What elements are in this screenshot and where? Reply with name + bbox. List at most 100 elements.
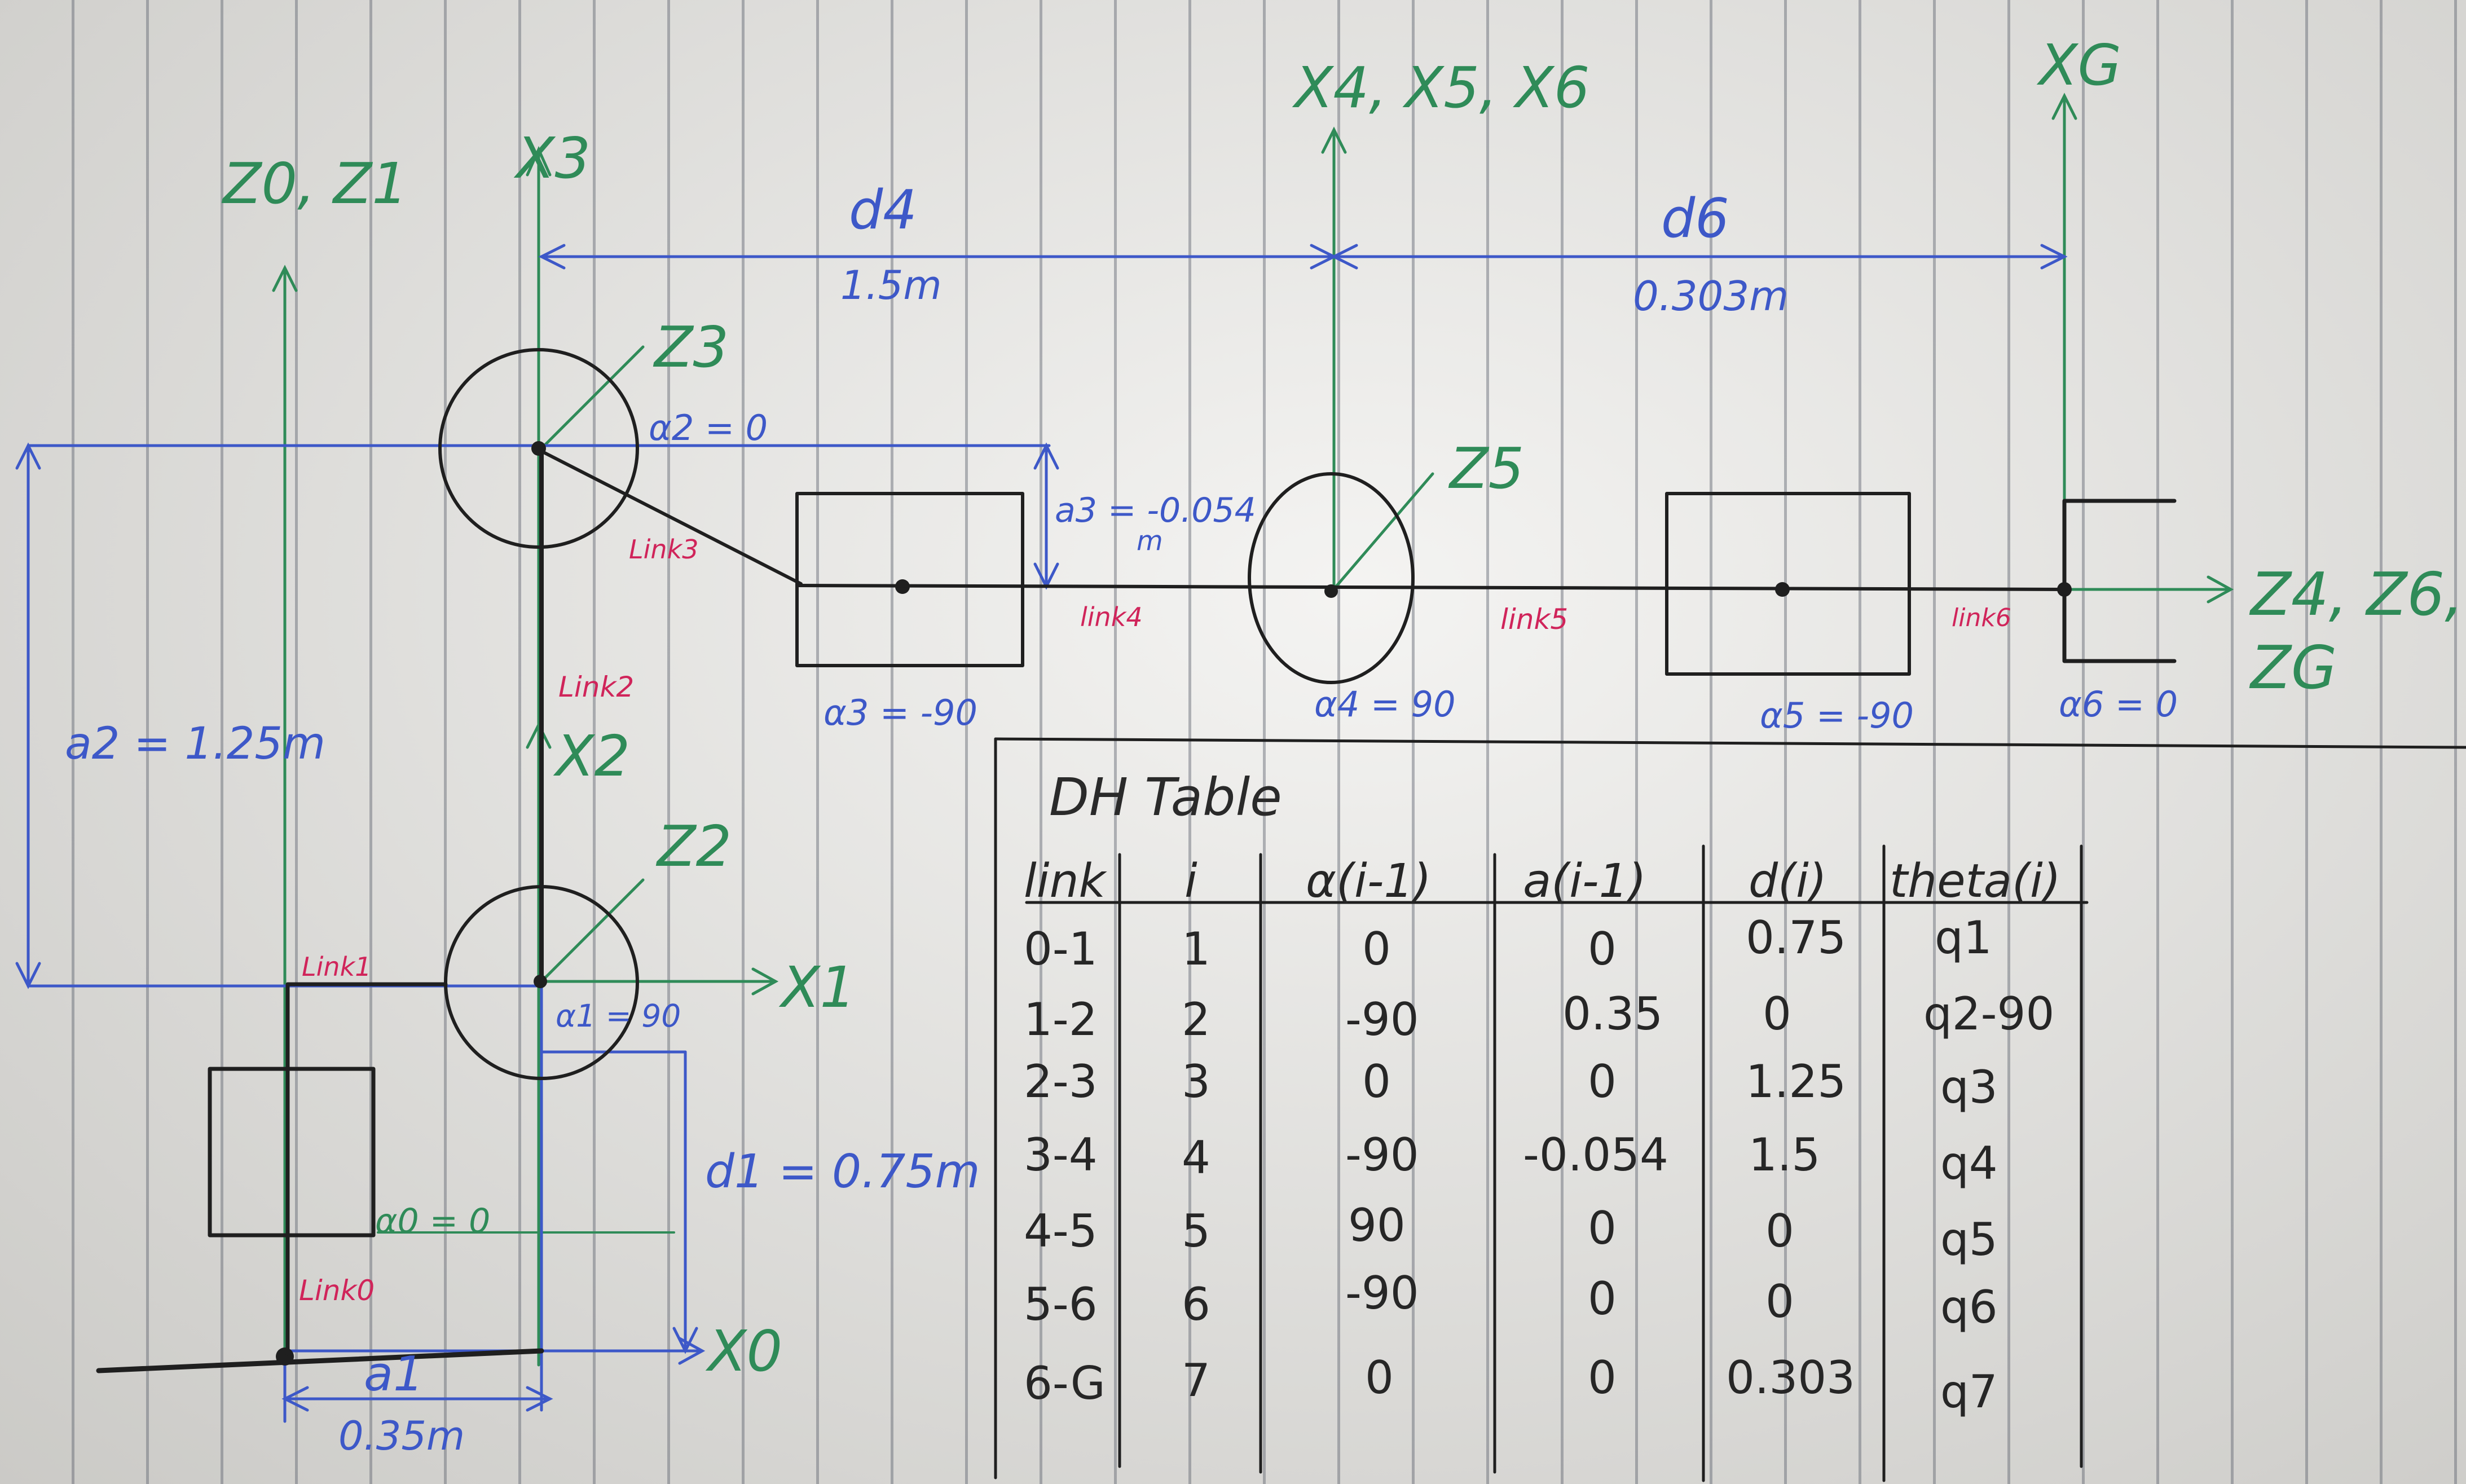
label-link6: link6 xyxy=(1952,604,2011,632)
dh-cell-theta: q6 xyxy=(1940,1281,1998,1333)
label-zg: ZG xyxy=(2249,633,2337,702)
dh-cell-link: 6-G xyxy=(1024,1357,1106,1410)
dh-cell-d: 0.75 xyxy=(1746,911,1846,964)
dh-header-i: i xyxy=(1184,855,1197,908)
label-alpha6: α6 = 0 xyxy=(2059,684,2178,725)
label-d6-value: 0.303m xyxy=(1633,272,1789,320)
label-alpha4: α4 = 90 xyxy=(1314,684,1456,725)
label-a3: a3 = -0.054 xyxy=(1055,491,1256,530)
label-a3-unit: m xyxy=(1137,525,1163,557)
label-alpha5: α5 = -90 xyxy=(1760,695,1914,736)
z3-axis-line xyxy=(540,345,645,450)
a3-arrow-top xyxy=(1033,442,1059,470)
dh-header-link: link xyxy=(1024,855,1108,908)
dh-cell-a: 0.35 xyxy=(1562,988,1663,1040)
link1-body xyxy=(285,982,448,1356)
label-a1-value: 0.35m xyxy=(338,1413,465,1459)
label-d1: d1 = 0.75m xyxy=(705,1145,980,1199)
gripper xyxy=(2062,499,2177,663)
label-d4-value: 1.5m xyxy=(840,262,942,309)
label-link0: Link0 xyxy=(299,1274,375,1307)
dh-cell-i: 4 xyxy=(1182,1131,1210,1184)
blue-dimension-lines xyxy=(15,244,2068,1423)
table-row: 0-1 1 0 0 0.75 q1 xyxy=(1024,911,1992,975)
joint3-circle xyxy=(438,348,639,549)
dh-cell-link: 0-1 xyxy=(1024,923,1098,975)
joint5-pivot-dot xyxy=(1324,584,1338,598)
dh-header-theta: theta(i) xyxy=(1890,855,2061,908)
dh-cell-i: 3 xyxy=(1182,1055,1210,1108)
x0-arrowhead xyxy=(678,1337,706,1365)
dh-cell-d: 0.303 xyxy=(1726,1351,1855,1404)
dh-cell-d: 0 xyxy=(1765,1205,1794,1257)
axis-labels: Z0, Z1 X3 X4, X5, X6 XG Z3 Z5 Z2 X2 X1 X… xyxy=(221,32,2464,1384)
label-link1: Link1 xyxy=(302,952,371,982)
z0-z1-arrowhead xyxy=(272,265,298,292)
twist-angle-labels: α0 = 0 α1 = 90 α2 = 0 α3 = -90 α4 = 90 α… xyxy=(375,407,2178,1241)
dh-cell-i: 2 xyxy=(1182,993,1210,1046)
label-d4: d4 xyxy=(849,179,917,241)
dh-cell-alpha: -90 xyxy=(1345,1267,1419,1319)
label-z5: Z5 xyxy=(1448,435,1524,501)
table-row: 5-6 6 -90 0 0 q6 xyxy=(1024,1267,1998,1333)
dh-cell-d: 0 xyxy=(1765,1275,1794,1328)
dh-cell-link: 3-4 xyxy=(1024,1129,1098,1181)
dh-cell-i: 6 xyxy=(1182,1278,1210,1331)
x4-x5-x6-arrowhead xyxy=(1321,126,1347,154)
label-z3: Z3 xyxy=(653,314,729,380)
d4-arrow-left xyxy=(538,244,566,270)
dh-cell-theta: q5 xyxy=(1940,1213,1998,1266)
label-x2: X2 xyxy=(553,723,630,789)
dh-cell-alpha: -90 xyxy=(1345,1129,1419,1181)
dh-cell-alpha: 0 xyxy=(1362,923,1391,975)
dh-cell-link: 5-6 xyxy=(1024,1278,1098,1331)
label-x4-x5-x6: X4, X5, X6 xyxy=(1292,55,1590,121)
label-x1: X1 xyxy=(778,954,856,1020)
label-z2: Z2 xyxy=(655,813,732,879)
dh-cell-i: 7 xyxy=(1182,1354,1210,1407)
dh-cell-alpha: 0 xyxy=(1365,1351,1394,1404)
dh-cell-alpha: 90 xyxy=(1348,1199,1406,1252)
dh-cell-a: -0.054 xyxy=(1523,1129,1668,1181)
z5-axis-line xyxy=(1329,472,1434,594)
label-alpha0: α0 = 0 xyxy=(375,1201,490,1241)
dh-cell-i: 1 xyxy=(1182,923,1210,975)
label-link2: Link2 xyxy=(558,671,634,703)
label-alpha2: α2 = 0 xyxy=(649,407,768,448)
dh-cell-link: 2-3 xyxy=(1024,1055,1098,1108)
dh-cell-link: 4-5 xyxy=(1024,1205,1098,1257)
label-link5: link5 xyxy=(1500,603,1568,636)
label-x3: X3 xyxy=(513,125,591,191)
green-frame-axes xyxy=(272,93,2234,1367)
label-x0: X0 xyxy=(705,1318,782,1384)
dh-cell-a: 0 xyxy=(1588,1351,1617,1404)
xg-arrowhead xyxy=(2051,93,2077,120)
link4-block xyxy=(795,492,1024,667)
label-z4-z6: Z4, Z6, xyxy=(2249,560,2464,629)
main-arm-line xyxy=(795,584,2066,591)
label-d6: d6 xyxy=(1661,188,1729,250)
z2-axis-line xyxy=(540,878,645,983)
dh-cell-d: 0 xyxy=(1763,988,1791,1040)
a1-arrow-right xyxy=(526,1386,553,1412)
dh-cell-theta: q3 xyxy=(1940,1061,1998,1113)
table-top-rule xyxy=(994,737,2466,749)
d6-arrow-right xyxy=(2040,244,2068,270)
link3-body xyxy=(540,450,803,585)
label-link4: link4 xyxy=(1080,602,1143,632)
base-ground-line xyxy=(96,1348,544,1373)
dh-cell-theta: q2-90 xyxy=(1923,988,2054,1040)
dh-cell-a: 0 xyxy=(1588,1202,1617,1254)
dh-header-a: a(i-1) xyxy=(1523,855,1646,908)
link5-center-dot xyxy=(1775,582,1790,597)
label-z0-z1: Z0, Z1 xyxy=(221,151,408,217)
a2-arrow-bottom xyxy=(15,962,41,989)
dh-header-alpha: α(i-1) xyxy=(1306,855,1432,908)
link5-block xyxy=(1665,492,1911,676)
dh-cell-d: 1.25 xyxy=(1746,1055,1846,1108)
label-a1: a1 xyxy=(364,1346,424,1402)
x1-arrowhead xyxy=(751,967,779,996)
dh-cell-theta: q7 xyxy=(1940,1366,1998,1418)
z4-z6-arrowhead xyxy=(2207,575,2234,604)
